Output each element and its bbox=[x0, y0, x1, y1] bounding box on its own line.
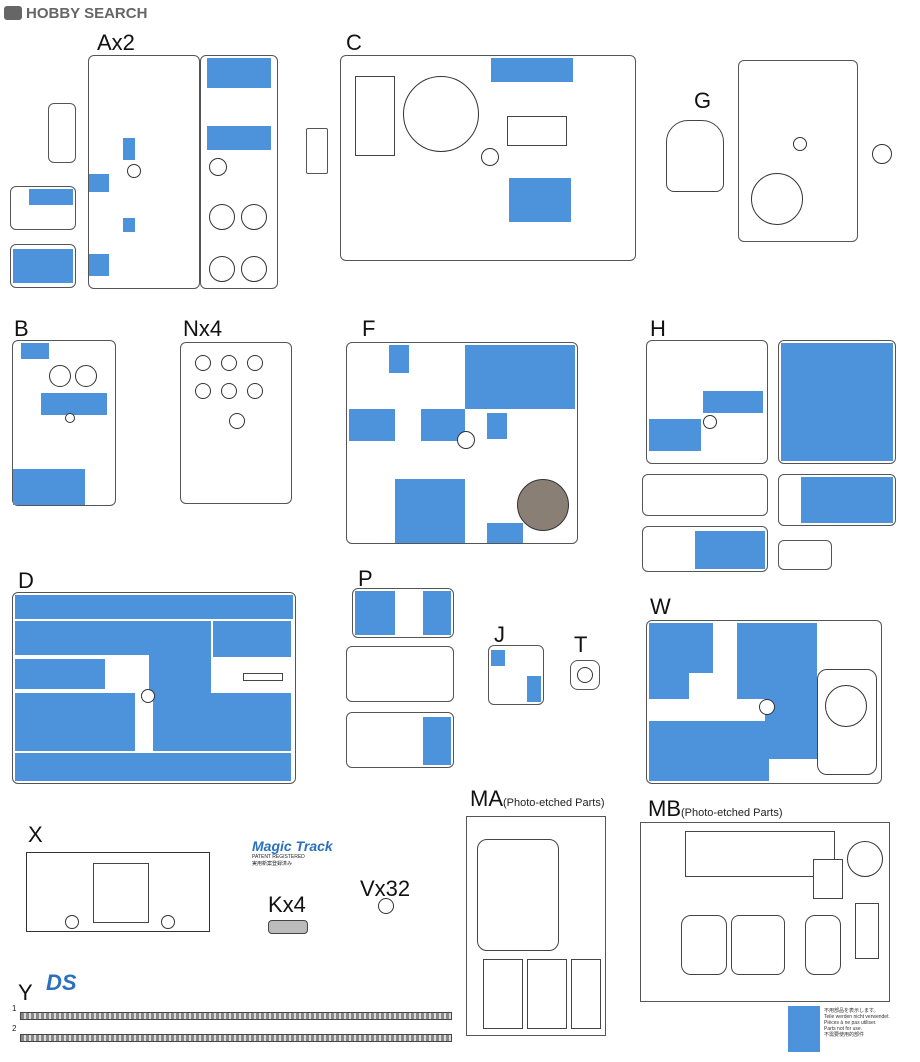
sprue-label-p: P bbox=[358, 566, 373, 591]
sprue-label-mb: MB bbox=[648, 796, 681, 821]
sprue-ax2-small-a bbox=[48, 103, 76, 163]
magic-track-logo-text: Magic Track bbox=[252, 838, 333, 854]
legend-line-4: Parts not for use. bbox=[824, 1026, 863, 1032]
sprue-label-c: C bbox=[346, 30, 362, 55]
sprue-g bbox=[738, 60, 858, 242]
sprue-t bbox=[570, 660, 600, 690]
sprue-b bbox=[12, 340, 116, 506]
patent-registered-text: PATENT REGISTERED bbox=[252, 854, 305, 860]
sprue-p-bottom bbox=[346, 712, 454, 768]
sprue-j bbox=[488, 645, 544, 705]
legend-line-5: 不需要使用的部件 bbox=[824, 1032, 865, 1038]
photo-etched-note-ma: (Photo-etched Parts) bbox=[503, 797, 605, 809]
track-label-2: 2 bbox=[12, 1024, 17, 1033]
part-v-ring bbox=[378, 898, 394, 914]
photo-etched-fret-ma bbox=[466, 816, 606, 1036]
sprue-ax2 bbox=[88, 55, 200, 289]
sprue-h-small-a bbox=[642, 474, 768, 516]
legend-line-2: Teile werden nicht verwendet. bbox=[824, 1014, 890, 1020]
sprue-c-side bbox=[306, 128, 328, 174]
sprue-p bbox=[352, 588, 454, 638]
sprue-label-f: F bbox=[362, 316, 376, 341]
sprue-h-small-d bbox=[778, 540, 832, 570]
watermark-text: HOBBY SEARCH bbox=[26, 5, 148, 22]
sprue-label-w: W bbox=[650, 594, 671, 619]
sprue-label-ma: MA bbox=[470, 786, 503, 811]
sprue-label-d: D bbox=[18, 568, 34, 593]
sprue-ax2-small-b bbox=[10, 186, 76, 230]
sprue-label-b: B bbox=[14, 316, 29, 341]
track-y1 bbox=[20, 1012, 452, 1020]
sprue-label-nx4: Nx4 bbox=[183, 316, 223, 341]
legend-line-3: Pièces à ne pas utiliser. bbox=[824, 1020, 877, 1026]
sprue-nx4 bbox=[180, 342, 292, 504]
legend-unused-swatch bbox=[788, 1006, 820, 1052]
sprue-ax2-small-c bbox=[10, 244, 76, 288]
sprue-label-h: H bbox=[650, 316, 666, 341]
sprue-label-t: T bbox=[574, 632, 588, 657]
sprue-p-middle bbox=[346, 646, 454, 702]
legend-line-1: 不用部品を表示します。 bbox=[824, 1008, 879, 1014]
sprue-h-small-c bbox=[642, 526, 768, 572]
sprue-h bbox=[646, 340, 768, 464]
track-label-1: 1 bbox=[12, 1004, 17, 1013]
sprue-label-x: X bbox=[28, 822, 43, 847]
photo-etched-fret-mb bbox=[640, 822, 890, 1002]
sprue-w bbox=[646, 620, 882, 784]
part-x-hull-plate bbox=[26, 852, 210, 932]
sprue-label-mb-group: MB(Photo-etched Parts) bbox=[648, 796, 783, 822]
sprue-label-g: G bbox=[694, 88, 712, 113]
sprue-g-turret bbox=[666, 120, 724, 192]
photo-etched-note-mb: (Photo-etched Parts) bbox=[681, 807, 783, 819]
sprue-label-ax2: Ax2 bbox=[97, 30, 135, 55]
part-k-track-link bbox=[268, 920, 308, 934]
watermark: HOBBY SEARCH bbox=[4, 4, 164, 24]
sprue-d bbox=[12, 592, 296, 784]
sprue-label-kx4: Kx4 bbox=[268, 892, 306, 917]
magic-track-logo: Magic Track PATENT REGISTERED 実用新案登録済み bbox=[252, 838, 342, 867]
sprue-ax2-right bbox=[200, 55, 278, 289]
sprue-f bbox=[346, 342, 578, 544]
sprue-label-y: Y bbox=[18, 980, 33, 1005]
patent-registered-jp-text: 実用新案登録済み bbox=[252, 861, 293, 867]
hobby-search-icon bbox=[4, 6, 22, 20]
part-g-ring bbox=[872, 144, 892, 164]
legend-text: 不用部品を表示します。 Teile werden nicht verwendet… bbox=[824, 1008, 918, 1038]
sprue-h-small-b bbox=[778, 474, 896, 526]
sprue-label-ma-group: MA(Photo-etched Parts) bbox=[470, 786, 605, 812]
track-y2 bbox=[20, 1034, 452, 1042]
sprue-label-vx32: Vx32 bbox=[360, 876, 411, 901]
ds-logo: DS bbox=[46, 970, 77, 995]
sprue-label-j: J bbox=[494, 622, 505, 647]
sprue-h-right bbox=[778, 340, 896, 464]
sprue-c bbox=[340, 55, 636, 261]
